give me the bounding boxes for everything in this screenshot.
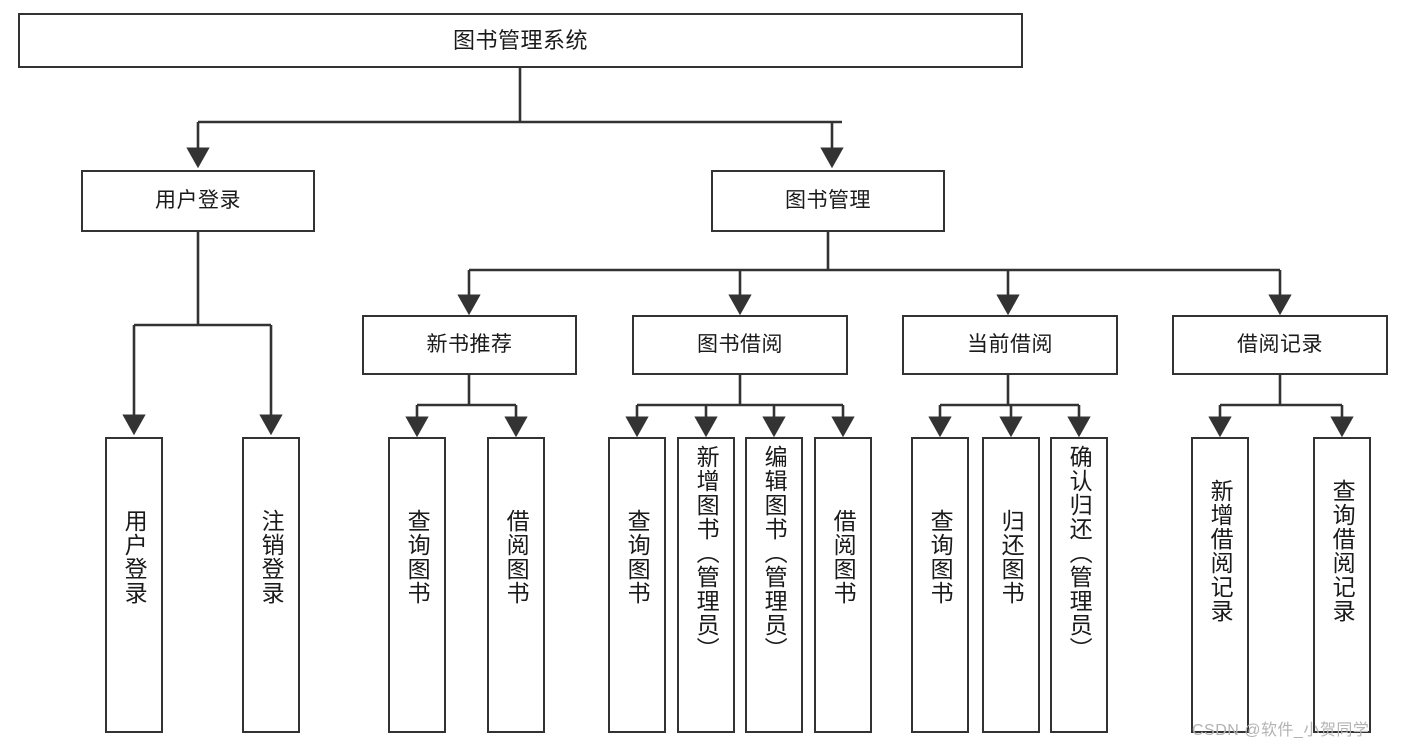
node-leaf-query-book-current[interactable]: 查询图书 (911, 437, 969, 733)
node-leaf-query-book-recommend-label: 查询图书 (404, 509, 431, 605)
node-leaf-logout[interactable]: 注销登录 (242, 437, 300, 733)
node-user-login[interactable]: 用户登录 (81, 170, 315, 232)
node-root-label: 图书管理系统 (452, 27, 588, 53)
node-current-borrow[interactable]: 当前借阅 (902, 315, 1118, 375)
node-user-login-label: 用户登录 (155, 188, 241, 212)
node-book-manage-label: 图书管理 (785, 188, 871, 212)
node-current-borrow-label: 当前借阅 (967, 332, 1053, 356)
node-leaf-borrow-book-recommend[interactable]: 借阅图书 (487, 437, 545, 733)
node-leaf-confirm-return-admin-label: 确认归还（管理员） (1066, 445, 1093, 661)
node-leaf-query-book-current-label: 查询图书 (927, 509, 954, 605)
node-leaf-edit-book-admin-label: 编辑图书（管理员） (761, 445, 788, 661)
node-borrow-record[interactable]: 借阅记录 (1172, 315, 1388, 375)
node-root-system[interactable]: 图书管理系统 (18, 13, 1023, 68)
node-leaf-query-borrow-record-label: 查询借阅记录 (1329, 479, 1356, 623)
node-book-borrow[interactable]: 图书借阅 (632, 315, 848, 375)
node-leaf-logout-label: 注销登录 (258, 509, 285, 605)
node-leaf-return-book[interactable]: 归还图书 (982, 437, 1040, 733)
node-leaf-borrow-book-borrow[interactable]: 借阅图书 (814, 437, 872, 733)
node-new-book-recommend[interactable]: 新书推荐 (362, 315, 577, 375)
node-leaf-add-borrow-record[interactable]: 新增借阅记录 (1191, 437, 1249, 733)
watermark-csdn: CSDN @软件_小贺同学 (1192, 722, 1370, 739)
node-leaf-query-book-borrow[interactable]: 查询图书 (608, 437, 666, 733)
node-leaf-confirm-return-admin[interactable]: 确认归还（管理员） (1050, 437, 1108, 733)
node-leaf-add-borrow-record-label: 新增借阅记录 (1207, 479, 1234, 623)
node-leaf-query-borrow-record[interactable]: 查询借阅记录 (1313, 437, 1371, 733)
node-leaf-add-book-admin[interactable]: 新增图书（管理员） (677, 437, 735, 733)
node-book-borrow-label: 图书借阅 (697, 332, 783, 356)
node-leaf-user-login[interactable]: 用户登录 (105, 437, 163, 733)
node-leaf-user-login-label: 用户登录 (121, 509, 148, 605)
node-book-manage[interactable]: 图书管理 (711, 170, 945, 232)
node-leaf-return-book-label: 归还图书 (998, 509, 1025, 605)
node-leaf-add-book-admin-label: 新增图书（管理员） (693, 445, 720, 661)
node-leaf-query-book-borrow-label: 查询图书 (624, 509, 651, 605)
node-leaf-borrow-book-borrow-label: 借阅图书 (830, 509, 857, 605)
node-leaf-borrow-book-recommend-label: 借阅图书 (503, 509, 530, 605)
node-leaf-query-book-recommend[interactable]: 查询图书 (388, 437, 446, 733)
node-borrow-record-label: 借阅记录 (1237, 332, 1323, 356)
node-leaf-edit-book-admin[interactable]: 编辑图书（管理员） (745, 437, 803, 733)
node-new-book-recommend-label: 新书推荐 (426, 332, 513, 356)
